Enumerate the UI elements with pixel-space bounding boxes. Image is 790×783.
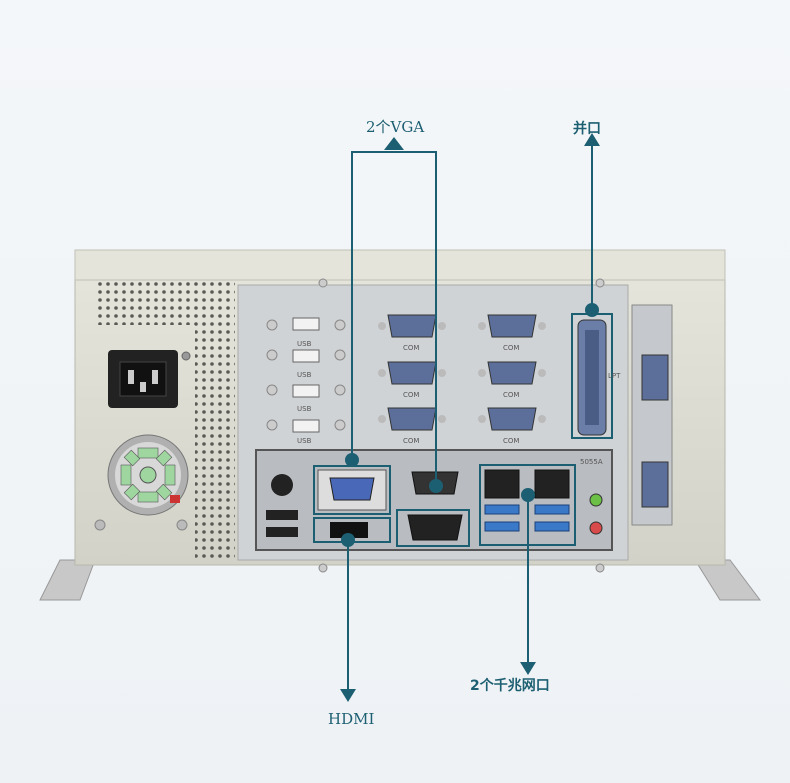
parallel-callout-label: 并口: [573, 121, 601, 137]
power-inlet: [108, 350, 191, 408]
com-text-6: COM: [503, 437, 519, 445]
vga-port-top: [317, 469, 387, 511]
audio-jack-red: [589, 521, 603, 535]
callout-arrows: [340, 133, 600, 702]
ps2-port: [271, 474, 293, 496]
usb-top-text: USB: [297, 340, 312, 348]
usb-text-1: USB: [297, 371, 312, 379]
vga-callout-label: 2个VGA: [366, 118, 425, 136]
usb-text-2: USB: [297, 405, 312, 413]
lpt-text: LPT: [608, 372, 621, 380]
fan-icon: [107, 434, 189, 516]
parallel-port: [577, 319, 607, 436]
audio-jack-green: [589, 493, 603, 507]
lan-callout-label: 2个千兆网口: [470, 678, 550, 694]
chassis-feet: [39, 559, 761, 601]
hdmi-port: [330, 522, 368, 538]
usb-text-3: USB: [297, 437, 312, 445]
com-text-1: COM: [403, 344, 419, 352]
top-vent-grid: [95, 280, 235, 325]
com-text-4: COM: [503, 391, 519, 399]
usb3-ports: [484, 504, 570, 532]
screws: [266, 278, 605, 573]
com-text-2: COM: [503, 344, 519, 352]
side-vent-grid: [195, 325, 235, 560]
usb-front-column: [292, 317, 320, 433]
lan-ports: [484, 469, 570, 499]
model-text: 5055A: [580, 458, 603, 466]
com-text-3: COM: [403, 391, 419, 399]
hdmi-callout-label: HDMI: [328, 710, 375, 728]
com-text-5: COM: [403, 437, 419, 445]
com-ports: [378, 314, 546, 431]
